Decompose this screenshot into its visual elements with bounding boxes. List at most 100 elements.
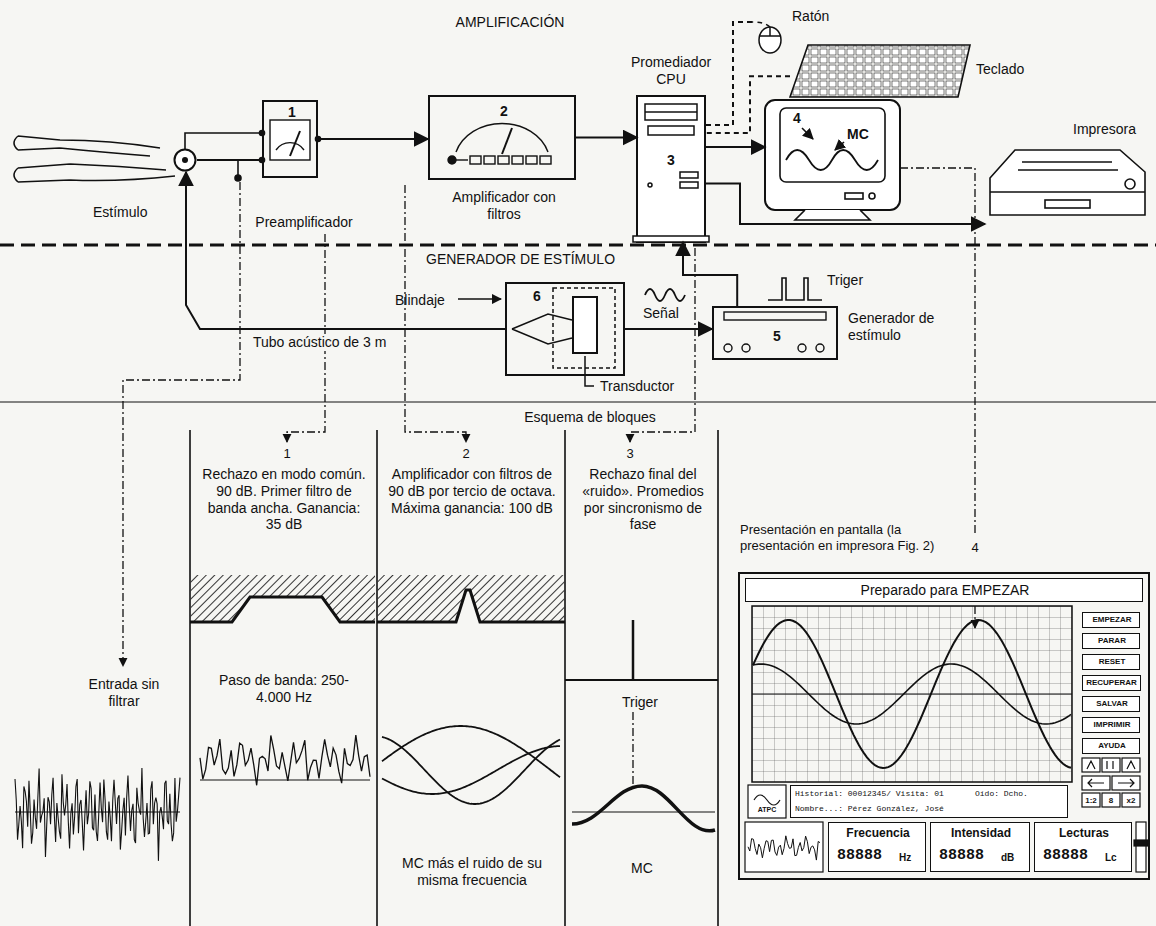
- amplifier-panel: [498, 156, 509, 164]
- section-dividers: [0, 245, 1156, 926]
- leader-lines: [632, 712, 633, 788]
- screen-panel: [1082, 793, 1100, 807]
- waveform-trace: [382, 737, 560, 804]
- node-text: 5: [773, 328, 781, 345]
- electrode-wires: [237, 160, 239, 175]
- head-circle-outline: [175, 150, 196, 171]
- screen-panel: [745, 606, 1148, 872]
- menu-button: PARAR: [1082, 633, 1140, 649]
- cpu-tower: [637, 96, 705, 242]
- stimulus-generator: 5Generador de estímulo: [712, 306, 838, 360]
- node-text: PARAR: [1098, 636, 1126, 646]
- monitor: 4MC: [765, 100, 900, 210]
- amplifier-panel: [456, 159, 468, 160]
- cpu-tower: [680, 182, 698, 188]
- signal-name: Triger: [826, 272, 864, 289]
- printer: [990, 150, 1145, 215]
- preamp-meter: [276, 143, 304, 150]
- cpu-tower: [680, 172, 698, 178]
- electrode-dot: [182, 157, 188, 163]
- connector: [683, 242, 737, 306]
- filter-response: [632, 620, 635, 680]
- node-text: SALVAR: [1096, 699, 1128, 709]
- cpu-tower: [645, 104, 697, 120]
- section-dividers: [0, 402, 1156, 403]
- electrode-wires: [185, 133, 262, 149]
- callout-number: 1: [282, 446, 291, 462]
- screen-panel: [1102, 758, 1120, 772]
- node-text: 88888: [1043, 847, 1088, 865]
- menu-button: SALVAR: [1082, 696, 1140, 712]
- logo-text: ATPC: [757, 806, 778, 814]
- amplifier-box: 2Amplificador con filtros: [428, 95, 576, 180]
- monitor: [765, 100, 900, 220]
- node-text: Nombre...: Pérez González, José: [795, 804, 944, 814]
- electrode-wires: [235, 175, 241, 181]
- screen-panel: [1088, 779, 1134, 787]
- ear-electrode-head: Estímulo: [173, 148, 197, 172]
- waveform-trace: [748, 836, 820, 860]
- screen-panel: [754, 795, 780, 805]
- readout-box: Lecturas88888Lc: [1034, 822, 1132, 872]
- generator-panel: [742, 344, 750, 352]
- node-text: Blindaje: [395, 292, 445, 309]
- screen-panel: [1136, 822, 1146, 872]
- node-text: Teclado: [976, 61, 1024, 78]
- filter-response: [565, 679, 718, 681]
- preamp-meter: [270, 120, 310, 160]
- waveform-trace: [15, 768, 180, 861]
- patient-info-box: Historial: 00012345/ Visita: 01 Oído: Dch…: [790, 785, 1068, 818]
- stage-note: Paso de banda: 250-4.000 Hz: [208, 672, 360, 706]
- section-heading: GENERADOR DE ESTÍMULO: [425, 251, 616, 268]
- node-text: Preparado para EMPEZAR: [861, 582, 1030, 599]
- node-text: Historial: 00012345/ Visita: 01: [795, 789, 944, 799]
- printer: [990, 150, 1145, 215]
- button-icon-text: 8: [1108, 796, 1114, 806]
- connector: [705, 146, 765, 148]
- node-text: Frecuencia: [846, 826, 909, 840]
- connector: [318, 138, 428, 140]
- cpu-tower: [633, 236, 709, 242]
- button-icon-text: 1:2: [1084, 796, 1098, 806]
- node-text: 6: [533, 288, 541, 305]
- connector: [197, 159, 262, 161]
- node-text: 88888: [939, 847, 984, 865]
- node-text: 3: [667, 152, 675, 169]
- stage-note: Amplificador con filtros de 90 dB por te…: [385, 466, 559, 516]
- shield-box: Transductor6Blindaje: [505, 282, 625, 376]
- menu-button: EMPEZAR: [1082, 612, 1140, 628]
- stage-note: Rechazo final del «ruido». Promedios por…: [570, 466, 717, 533]
- preamp-meter: [290, 131, 300, 156]
- cpu-averager: Promediador CPU3: [637, 96, 705, 242]
- node-text: Impresora: [1073, 121, 1136, 138]
- generator-panel: [816, 344, 824, 352]
- screen-panel: [1134, 840, 1148, 846]
- node-text: 88888: [837, 847, 882, 865]
- transducer-housing: [512, 314, 572, 344]
- node-text: Promediador CPU: [624, 54, 719, 88]
- monitor: [802, 128, 813, 139]
- screen-panel: [752, 606, 1072, 782]
- waveform-trace: [382, 746, 560, 794]
- connector-label: Señal: [642, 305, 680, 322]
- amplifier-panel: [448, 156, 456, 164]
- monitor: [835, 142, 844, 150]
- amplifier-panel: [540, 156, 551, 164]
- leader-lines: [405, 185, 466, 442]
- transducer-housing: [553, 288, 615, 368]
- signal-name: Triger: [621, 694, 659, 711]
- body-figure: [14, 136, 175, 182]
- node-text: Oído: Dcho.: [975, 789, 1028, 799]
- mouse: [752, 22, 770, 27]
- generator-panel: [724, 312, 826, 320]
- menu-button: AYUDA: [1082, 738, 1140, 754]
- screen-panel: [748, 785, 786, 818]
- mouse: Ratón: [752, 14, 788, 54]
- filter-response: [190, 575, 718, 831]
- node-text: Preamplificador: [255, 214, 352, 231]
- node-text: IMPRIMIR: [1094, 720, 1131, 730]
- printer: [1125, 179, 1135, 189]
- status-bar: Preparado para EMPEZAR: [745, 578, 1143, 602]
- amplifier-panel: [512, 156, 523, 164]
- section-dividers: [0, 244, 1156, 247]
